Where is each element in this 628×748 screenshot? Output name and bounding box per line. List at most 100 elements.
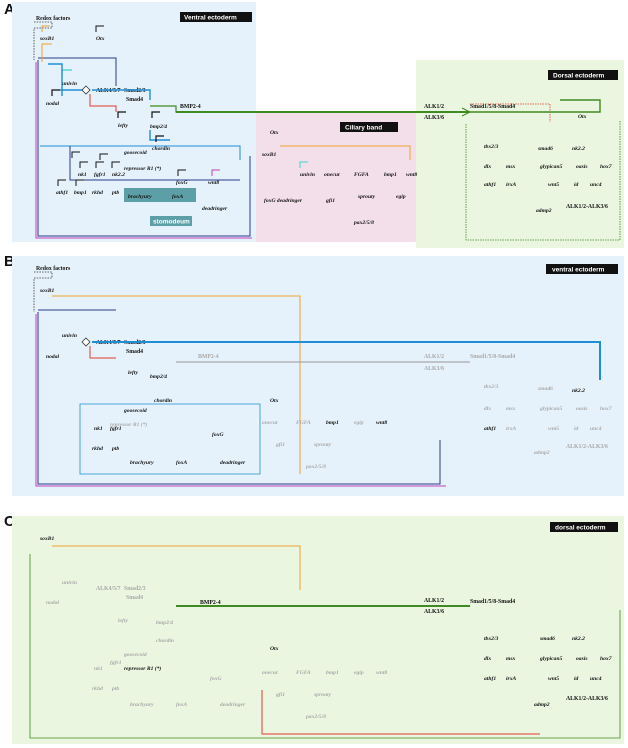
brachyury-label-a: brachyury	[128, 194, 152, 200]
goosecoid-label-c: goosecoid	[123, 652, 147, 658]
fgfr1-label-b: fgfr1	[110, 426, 122, 432]
foxa-label-c: foxA	[176, 702, 187, 708]
red-loop-c	[261, 690, 540, 735]
univin-label-b: univin	[62, 333, 77, 339]
fgfa-label-a: FGFA	[354, 172, 369, 178]
smad4-label-c: Smad4	[126, 595, 143, 601]
stomodeum-label-a: stomodeum	[153, 219, 190, 226]
bmp24-label-c: bmp2/4	[156, 620, 173, 626]
tbx23-label-c: tbx2/3	[484, 636, 498, 642]
wnt8-ciliary-label-a: wnt8	[406, 172, 417, 178]
foxg-label-b: foxG	[212, 432, 224, 438]
ventral-title-bg	[180, 12, 252, 22]
ptb-label-c: ptb	[111, 686, 119, 692]
smad23-label-a: Smad2/3	[124, 88, 146, 94]
bmp1-label-a: bmp1	[74, 190, 87, 196]
deadringer-label-a: deadringer	[202, 206, 228, 212]
outer-loop-purple-b	[35, 314, 446, 487]
nk22-label-b: nk2.2	[572, 388, 585, 394]
ventral-title-b: ventral ectoderm	[552, 267, 605, 274]
oasis-label-b: oasis	[576, 406, 588, 412]
soxb1-label-b: soxB1	[39, 288, 55, 294]
soxb1-to-nodal-a	[41, 43, 52, 62]
redox-label-a: Redox factors	[36, 16, 71, 22]
ciliary-title-bg	[340, 122, 398, 132]
lefty-gene-a	[117, 111, 126, 118]
smad4-label-b: Smad4	[126, 349, 143, 355]
msx-label-a: msx	[506, 164, 516, 170]
dorsal-ectoderm-region-c	[12, 516, 624, 744]
alk36-label-b: ALK3/6	[424, 366, 444, 372]
foxg-dead-label-a: foxG deadringer	[264, 198, 303, 204]
fgfa-label-c: FGFA	[296, 670, 311, 676]
nodal-gene-a	[51, 89, 60, 96]
pax258-label-a: pax2/5/8	[353, 220, 374, 226]
nodal-label-b: nodal	[46, 354, 60, 360]
onecut-label-b: onecut	[262, 420, 278, 426]
irxa-label-a: irxA	[506, 182, 517, 188]
onecut-label-c: onecut	[262, 670, 278, 676]
dorsal-title-c: dorsal ectoderm	[555, 525, 606, 532]
bmp24-label-b: bmp2/4	[150, 374, 167, 380]
soxb1-label-c: soxB1	[39, 536, 55, 542]
glypican5-label-a: glypican5	[539, 164, 563, 170]
otx-label-b: Otx	[270, 398, 279, 404]
egip-label-b: egip	[354, 420, 364, 426]
msx-label-b: msx	[506, 406, 516, 412]
soxb1-gene-a	[41, 25, 50, 32]
smad158-label-c: Smad1/5/8-Smad4	[470, 599, 515, 605]
sprouty-label-c: sprouty	[313, 692, 332, 698]
redox-link-b	[33, 271, 53, 312]
admp2-label-b: admp2	[534, 450, 550, 456]
ventral-ectoderm-region-b	[12, 256, 624, 496]
dorsal-title-bg-c	[550, 522, 618, 532]
bmp24-signal-label-a: BMP2-4	[180, 104, 201, 110]
oasis-label-a: oasis	[576, 164, 588, 170]
irxa-label-b: irxA	[506, 426, 517, 432]
nk22-dorsal-label-a: nk2.2	[572, 146, 585, 152]
wnt8-gene-a	[211, 169, 220, 176]
bmp24-label-a: bmp2/4	[150, 124, 167, 130]
repressor-label-c: repressor R1 (*)	[124, 665, 161, 672]
admp2-label-c: admp2	[534, 702, 550, 708]
bmp24-gene-a	[151, 111, 160, 118]
univin-ciliary-gene-a	[299, 161, 308, 168]
chordin-link-a	[149, 130, 170, 141]
nk22-gene-a	[111, 161, 120, 168]
athf1-label-b: athf1	[484, 426, 496, 432]
gfi1-label-c: gfi1	[275, 692, 285, 698]
dorsal-ectoderm-region	[416, 60, 624, 248]
bmp24-signal-label-c: BMP2-4	[200, 600, 221, 606]
alk12-label-a: ALK1/2	[424, 104, 444, 110]
bmp24-signal-label-b: BMP2-4	[198, 354, 219, 360]
receptor-diamond-a	[81, 85, 91, 95]
athf1-dorsal-label-a: athf1	[484, 182, 496, 188]
alk36-label-a: ALK3/6	[424, 115, 444, 121]
ciliary-orange-a	[280, 145, 411, 160]
smad4-label-a: Smad4	[126, 97, 143, 103]
soxb1-ciliary-label-a: soxB1	[261, 152, 277, 158]
alk12-label-c: ALK1/2	[424, 598, 444, 604]
alk36-label-c: ALK3/6	[424, 609, 444, 615]
hox7-label-b: hox7	[600, 406, 612, 412]
hox7-label-c: hox7	[600, 656, 612, 662]
outer-green-c	[29, 554, 621, 739]
ventral-title: Ventral ectoderm	[184, 15, 237, 22]
alk1236-label-a: ALK1/2-ALK3/6	[566, 204, 608, 210]
outer-loop-darkblue-b	[37, 312, 441, 485]
soxb1-orange-b	[52, 295, 301, 474]
lefty-label-a: lefty	[118, 123, 128, 129]
fgfr1-label-a: fgfr1	[94, 172, 106, 178]
panel-c-letter: C	[4, 513, 15, 530]
nk22-label-a: nk2.2	[112, 172, 125, 178]
ventral-cascade-dark-a	[69, 146, 240, 181]
nodal-loop-darkblue-a	[38, 57, 117, 86]
dlx-label-b: dlx	[484, 406, 491, 412]
foxg-label-a: foxG	[176, 180, 188, 186]
glypican5-label-b: glypican5	[539, 406, 563, 412]
chordin-gene-a	[155, 135, 164, 142]
nk1-gene-a	[79, 161, 88, 168]
gfi1-label-a: gfi1	[325, 198, 335, 204]
ptb-label-a: ptb	[111, 190, 119, 196]
